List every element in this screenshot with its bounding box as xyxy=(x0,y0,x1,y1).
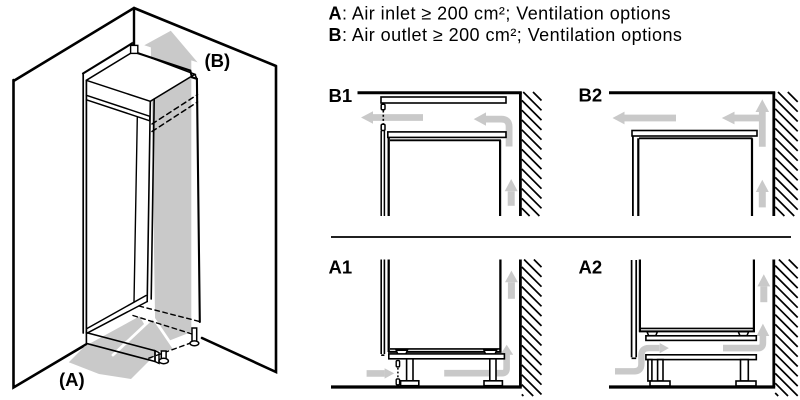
svg-text:(A): (A) xyxy=(59,369,85,390)
svg-text:A: Air inlet ≥ 200 cm²; Ventil: A: Air inlet ≥ 200 cm²; Ventilation opti… xyxy=(329,3,671,23)
svg-text:A2: A2 xyxy=(579,257,603,278)
svg-text:A1: A1 xyxy=(329,257,353,278)
svg-text:B: Air outlet ≥ 200 cm²; Venti: B: Air outlet ≥ 200 cm²; Ventilation opt… xyxy=(329,25,683,45)
svg-text:B1: B1 xyxy=(329,85,353,106)
svg-text:(B): (B) xyxy=(205,50,231,71)
svg-text:B2: B2 xyxy=(579,85,603,106)
